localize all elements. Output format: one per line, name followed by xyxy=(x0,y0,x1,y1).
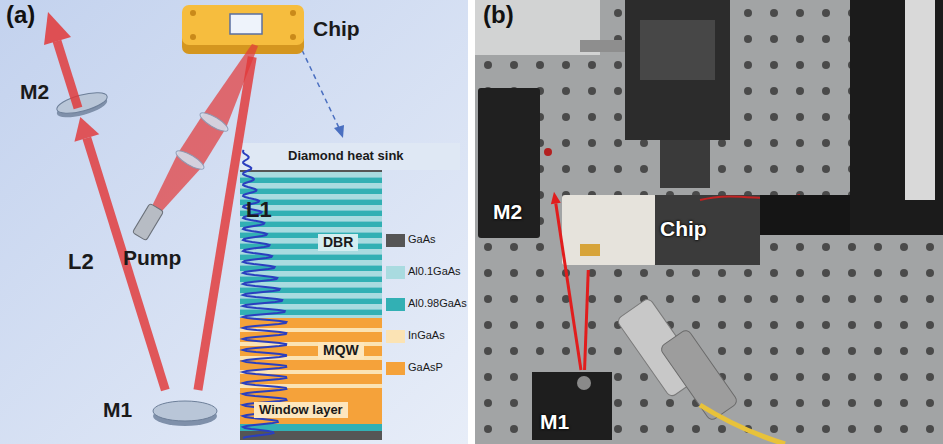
mirror-node: M1 xyxy=(530,370,625,440)
layer-stack xyxy=(240,143,460,440)
beam-connector xyxy=(551,192,581,370)
legend-swatch xyxy=(386,362,405,375)
legend-swatch xyxy=(386,330,405,343)
mirror-M2 xyxy=(55,89,109,118)
beam-label: L2 xyxy=(68,250,94,274)
heat-sink-layer xyxy=(240,143,460,170)
pump-fiber xyxy=(132,203,163,240)
cable-block xyxy=(760,195,850,235)
zoom-pointer xyxy=(302,50,340,130)
chip-node: Chip xyxy=(560,185,760,270)
screw-hole xyxy=(290,10,296,16)
chip-die xyxy=(580,244,600,256)
mirror-node: M1 xyxy=(95,390,225,432)
fiber-cable xyxy=(700,405,785,444)
legend-swatch xyxy=(386,298,405,311)
panel: (b) M2ChipM1 xyxy=(475,0,943,444)
component-label: M1 xyxy=(103,398,132,421)
mirror-node: M2 xyxy=(488,148,554,233)
layer-label: Window layer xyxy=(254,402,348,418)
layer-label: MQW xyxy=(318,342,364,359)
mirror-spot xyxy=(544,148,552,156)
arrow-head xyxy=(551,192,561,205)
pump-optics xyxy=(659,328,738,421)
stage-plate xyxy=(640,20,715,80)
panel-label: (b) xyxy=(483,2,514,28)
legend-text: GaAs xyxy=(408,233,436,245)
mirror-mount xyxy=(532,372,612,440)
layer-band: Diamond heat sink xyxy=(240,143,460,170)
beam-line xyxy=(556,204,581,370)
layer-band: MQW xyxy=(240,318,382,398)
window-layer xyxy=(240,398,382,424)
component-label: M2 xyxy=(493,200,522,223)
lens xyxy=(198,109,231,134)
panel-ground xyxy=(0,0,468,444)
component-label: M2 xyxy=(20,80,49,103)
legend-text: GaAsP xyxy=(408,361,443,373)
mirror-node: M2 xyxy=(15,72,115,117)
chip-node: Chip xyxy=(178,3,373,57)
layer-label: DBR xyxy=(318,234,358,251)
supply-panel xyxy=(905,0,935,200)
beam-line xyxy=(198,57,252,390)
chip-window xyxy=(230,14,262,34)
power-supply xyxy=(850,0,943,235)
component-label: M1 xyxy=(540,410,569,433)
screw-hole xyxy=(190,34,196,40)
screw-hole xyxy=(290,34,296,40)
output-beam-head xyxy=(44,12,71,45)
legend-swatch xyxy=(386,266,405,279)
arrow-head xyxy=(74,117,99,142)
gaas-layer xyxy=(240,170,382,172)
layer-band: Window layer xyxy=(240,398,382,424)
legend-swatch xyxy=(386,234,405,247)
screw-hole xyxy=(190,10,196,16)
legend-text: Al0.98GaAs xyxy=(408,297,467,309)
legend-text: Al0.1GaAs xyxy=(408,265,461,277)
chip-top xyxy=(182,5,304,45)
beam-connector xyxy=(198,57,252,390)
component-label: Chip xyxy=(313,17,360,40)
zoom-pointer-head xyxy=(334,125,344,138)
stage-post xyxy=(660,140,710,188)
chip-holder xyxy=(655,195,760,265)
mirror-mount xyxy=(478,88,540,238)
translation-stage xyxy=(625,0,730,140)
beam-line xyxy=(585,270,589,370)
chip-mount xyxy=(182,5,304,54)
component-label: Pump xyxy=(123,246,181,269)
beam-connector xyxy=(585,270,589,370)
legend-text: InGaAs xyxy=(408,329,445,341)
pump-node: Pump xyxy=(108,200,203,272)
micrometer xyxy=(580,40,625,52)
chip-plate xyxy=(562,195,657,265)
panel-label: (a) xyxy=(6,2,35,28)
component-label: Chip xyxy=(660,217,707,240)
mirror-M1 xyxy=(153,401,217,421)
lens xyxy=(174,147,207,172)
optical-table xyxy=(475,0,943,444)
beam-label: L1 xyxy=(246,198,272,222)
field-wave xyxy=(243,150,286,438)
layer-label: Diamond heat sink xyxy=(288,149,404,163)
panel: (a) ChipM2PumpM1 Diamond heat sinkDBR MQW Wi… xyxy=(0,0,468,444)
layer-band: DBR xyxy=(240,172,382,318)
mirror-optic xyxy=(577,376,591,390)
dbr-layers xyxy=(240,172,382,318)
output-beam xyxy=(57,41,78,108)
